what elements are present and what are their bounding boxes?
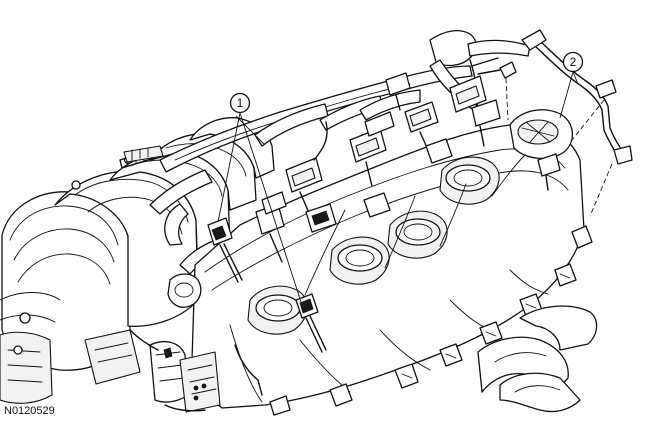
callout-1-label: 1 xyxy=(237,96,244,110)
valve-cover xyxy=(191,59,585,409)
callout-1: 1 xyxy=(217,92,302,303)
cover-bolts xyxy=(269,225,593,416)
figure-id: N0120529 xyxy=(4,405,55,417)
callout-1-leader xyxy=(235,115,266,146)
callout-1-circle xyxy=(229,92,251,114)
callout-2: 2 xyxy=(559,51,584,119)
callout-2-label: 2 xyxy=(570,55,577,69)
lower-left-components xyxy=(129,273,263,413)
fuel-tube xyxy=(471,29,633,217)
callout-2-leader xyxy=(559,71,574,119)
lower-hoses xyxy=(477,305,598,413)
callout-2-circle xyxy=(562,51,584,73)
ignition-coils xyxy=(207,72,561,353)
